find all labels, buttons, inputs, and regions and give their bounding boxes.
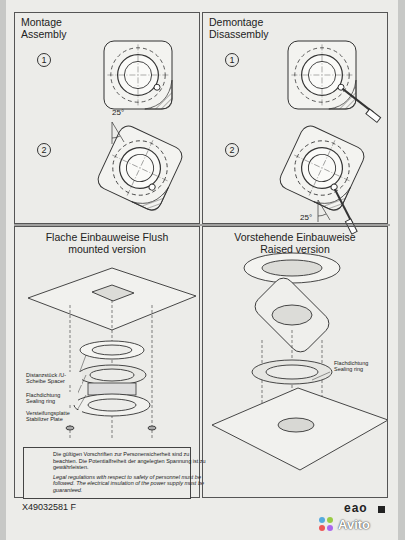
callout-number: 1	[41, 55, 46, 65]
brand-logo: eao	[344, 502, 368, 516]
watermark-dot	[327, 517, 333, 523]
sealing-ring	[266, 365, 318, 379]
note-text: Legal regulations with respect to safety…	[53, 474, 211, 494]
angle-label: 25°	[112, 108, 124, 117]
safety-note: Die gültigen Vorschriften zur Personensi…	[23, 447, 191, 499]
watermark-dot	[319, 525, 325, 531]
section-heading: Vorstehende Einbauweise Raised version	[228, 231, 362, 255]
plate	[212, 388, 388, 470]
flush-panel: Flache Einbauweise Flush mounted version…	[14, 226, 200, 498]
panel-hole	[278, 418, 314, 432]
bezel-ring	[262, 260, 322, 276]
callout-number: 2	[229, 145, 234, 155]
document-number: X49032581 F	[22, 502, 76, 512]
bezel-ring	[244, 253, 340, 283]
step-number: 1	[37, 53, 51, 67]
section-heading: Flache Einbauweise Flush mounted version	[40, 231, 174, 255]
angle-mark	[112, 122, 124, 144]
step-number: 2	[37, 143, 51, 157]
switch-body	[88, 383, 136, 395]
axis-line	[152, 305, 153, 440]
part-label: Flachdichtung Sealing ring	[26, 392, 78, 405]
callout-number: 2	[41, 145, 46, 155]
spacer-ring	[92, 345, 132, 355]
leader-line	[312, 372, 330, 380]
part-label: Distanzstück /U-Scheibe Spacer	[26, 372, 82, 385]
angle-label: 25°	[300, 213, 312, 222]
callout-number: 1	[229, 55, 234, 65]
section-heading: Demontage Disassembly	[209, 16, 279, 40]
step-number: 2	[225, 143, 239, 157]
step-number: 1	[225, 53, 239, 67]
sealing-ring	[90, 369, 134, 381]
note-text: Die gültigen Vorschriften zur Personensi…	[53, 451, 211, 471]
nut	[66, 426, 74, 430]
cutout-drawing	[271, 123, 389, 236]
watermark-dot	[319, 517, 325, 523]
sealing-ring	[252, 360, 332, 384]
stabilizer-plate	[88, 399, 136, 411]
spacer-ring	[80, 341, 144, 359]
cutout-drawing	[95, 123, 185, 213]
sealing-ring	[78, 365, 146, 385]
disassembly-panel: Demontage Disassembly 1 2	[202, 12, 388, 224]
assembly-panel: Montage Assembly 1 2	[14, 12, 200, 224]
nut	[148, 426, 156, 430]
part-label: Flachdichtung Sealing ring	[334, 360, 384, 373]
cutout-drawing	[288, 41, 381, 122]
stabilizer-plate	[74, 394, 150, 416]
watermark-dot	[327, 525, 333, 531]
angle-mark	[318, 200, 330, 222]
logo-square	[378, 506, 385, 513]
flange	[251, 274, 333, 356]
cutout-drawing	[104, 41, 172, 109]
watermark: Avito	[338, 518, 370, 533]
part-label: Versteifungsplatte Stabilizer Plate	[26, 410, 82, 423]
plate	[92, 285, 134, 301]
flange-hole	[272, 305, 312, 325]
section-heading: Montage Assembly	[21, 16, 91, 40]
